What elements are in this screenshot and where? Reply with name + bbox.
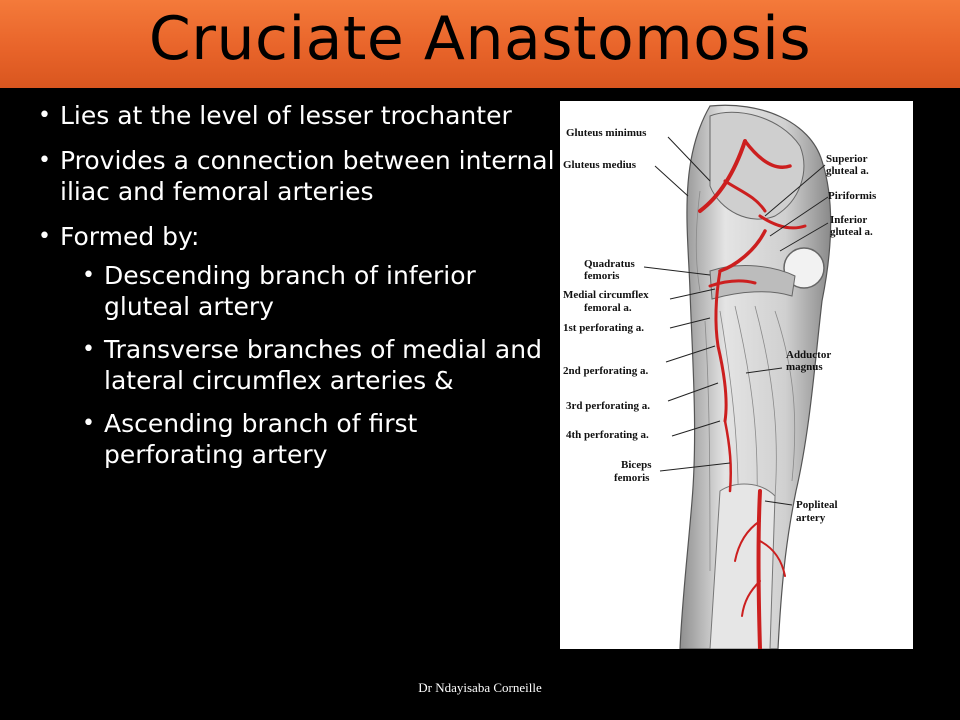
label-1st-perforating: 1st perforating a. xyxy=(563,322,644,334)
label-quadratus: Quadratus xyxy=(584,258,635,270)
label-inferior-gluteal-2: gluteal a. xyxy=(830,226,873,238)
thigh-muscles xyxy=(679,104,832,649)
anatomy-figure: Gluteus minimus Gluteus medius Superior … xyxy=(560,101,913,649)
sub-bullet-item: Descending branch of inferior gluteal ar… xyxy=(82,260,558,322)
label-adductor: Adductor xyxy=(786,349,832,361)
label-gluteus-medius: Gluteus medius xyxy=(563,159,637,171)
arteries xyxy=(698,139,807,649)
popliteal-fossa xyxy=(709,483,776,649)
label-inferior-gluteal: Inferior xyxy=(830,214,868,226)
label-popliteal: Popliteal xyxy=(796,499,838,511)
label-biceps: Biceps xyxy=(621,459,652,471)
label-medial-circumflex-2: femoral a. xyxy=(584,302,632,314)
label-quadratus-2: femoris xyxy=(584,270,620,282)
label-popliteal-2: artery xyxy=(796,512,826,524)
bullet-item: Lies at the level of lesser trochanter xyxy=(38,100,558,131)
bullet-list: Lies at the level of lesser trochanter P… xyxy=(38,100,558,482)
title-bar xyxy=(0,0,960,88)
sub-bullet-item: Ascending branch of first perforating ar… xyxy=(82,408,558,470)
bullet-item: Provides a connection between internal i… xyxy=(38,145,558,207)
leader-lines xyxy=(643,136,829,506)
label-superior-gluteal: Superior xyxy=(826,153,868,165)
thigh-illustration xyxy=(643,104,832,649)
footer-author: Dr Ndayisaba Corneille xyxy=(418,680,542,695)
label-3rd-perforating: 3rd perforating a. xyxy=(566,400,651,412)
slide-title: Cruciate Anastomosis xyxy=(148,4,812,74)
label-2nd-perforating: 2nd perforating a. xyxy=(563,365,649,377)
gluteal-muscle xyxy=(709,111,805,220)
label-piriformis: Piriformis xyxy=(828,190,877,202)
label-gluteus-minimus: Gluteus minimus xyxy=(566,127,647,139)
label-biceps-2: femoris xyxy=(614,472,650,484)
label-superior-gluteal-2: gluteal a. xyxy=(826,165,869,177)
label-medial-circumflex: Medial circumflex xyxy=(563,289,649,301)
label-4th-perforating: 4th perforating a. xyxy=(566,429,649,441)
bullet-item: Formed by: xyxy=(38,221,558,252)
label-adductor-2: magnus xyxy=(786,361,823,373)
sub-bullet-item: Transverse branches of medial and latera… xyxy=(82,334,558,396)
